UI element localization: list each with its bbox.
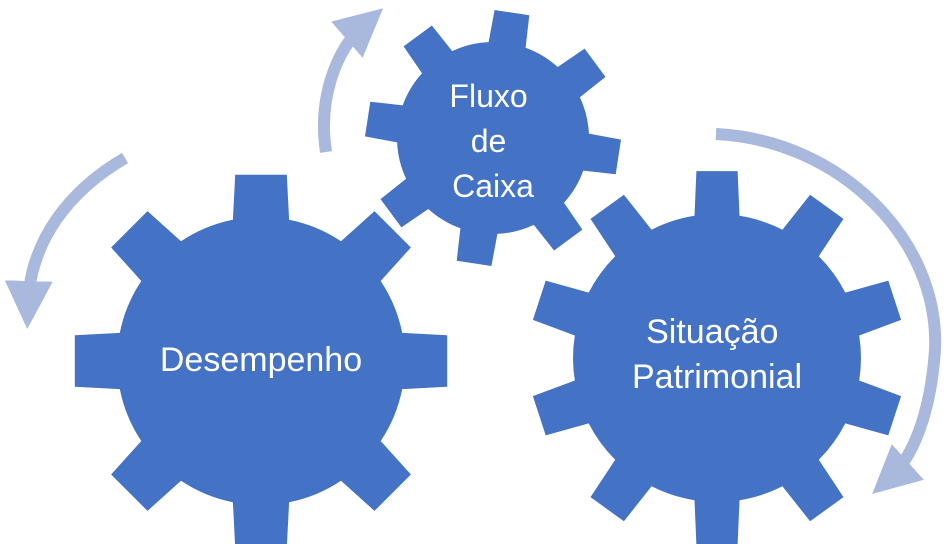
svg-text:Fluxo de Caixa: Fluxo de Caixa xyxy=(449,78,536,204)
circular-arrow-left xyxy=(4,152,129,329)
gear-situacao-label-line-2: Patrimonial xyxy=(632,358,802,396)
gear-fluxo-label-line-3: Caixa xyxy=(452,168,534,204)
gear-fluxo-de-caixa: Fluxo de Caixa xyxy=(365,10,621,266)
gear-fluxo-label-line-1: Fluxo xyxy=(449,78,527,114)
gear-situacao-shape xyxy=(532,171,902,544)
gear-desempenho: Desempenho xyxy=(74,174,448,544)
circular-arrow-right xyxy=(715,128,942,495)
gear-desempenho-label-line-1: Desempenho xyxy=(160,341,362,379)
gear-situacao-patrimonial: Situação Patrimonial xyxy=(532,171,902,544)
gear-desempenho-shape xyxy=(74,174,448,544)
circular-arrow-top xyxy=(318,8,384,153)
svg-text:Situação Patrimonial: Situação Patrimonial xyxy=(632,313,802,396)
gear-fluxo-de-caixa-shape xyxy=(365,10,621,266)
svg-text:Desempenho: Desempenho xyxy=(160,341,362,379)
gear-fluxo-label-line-2: de xyxy=(471,123,507,159)
gear-situacao-label-line-1: Situação xyxy=(646,313,778,351)
